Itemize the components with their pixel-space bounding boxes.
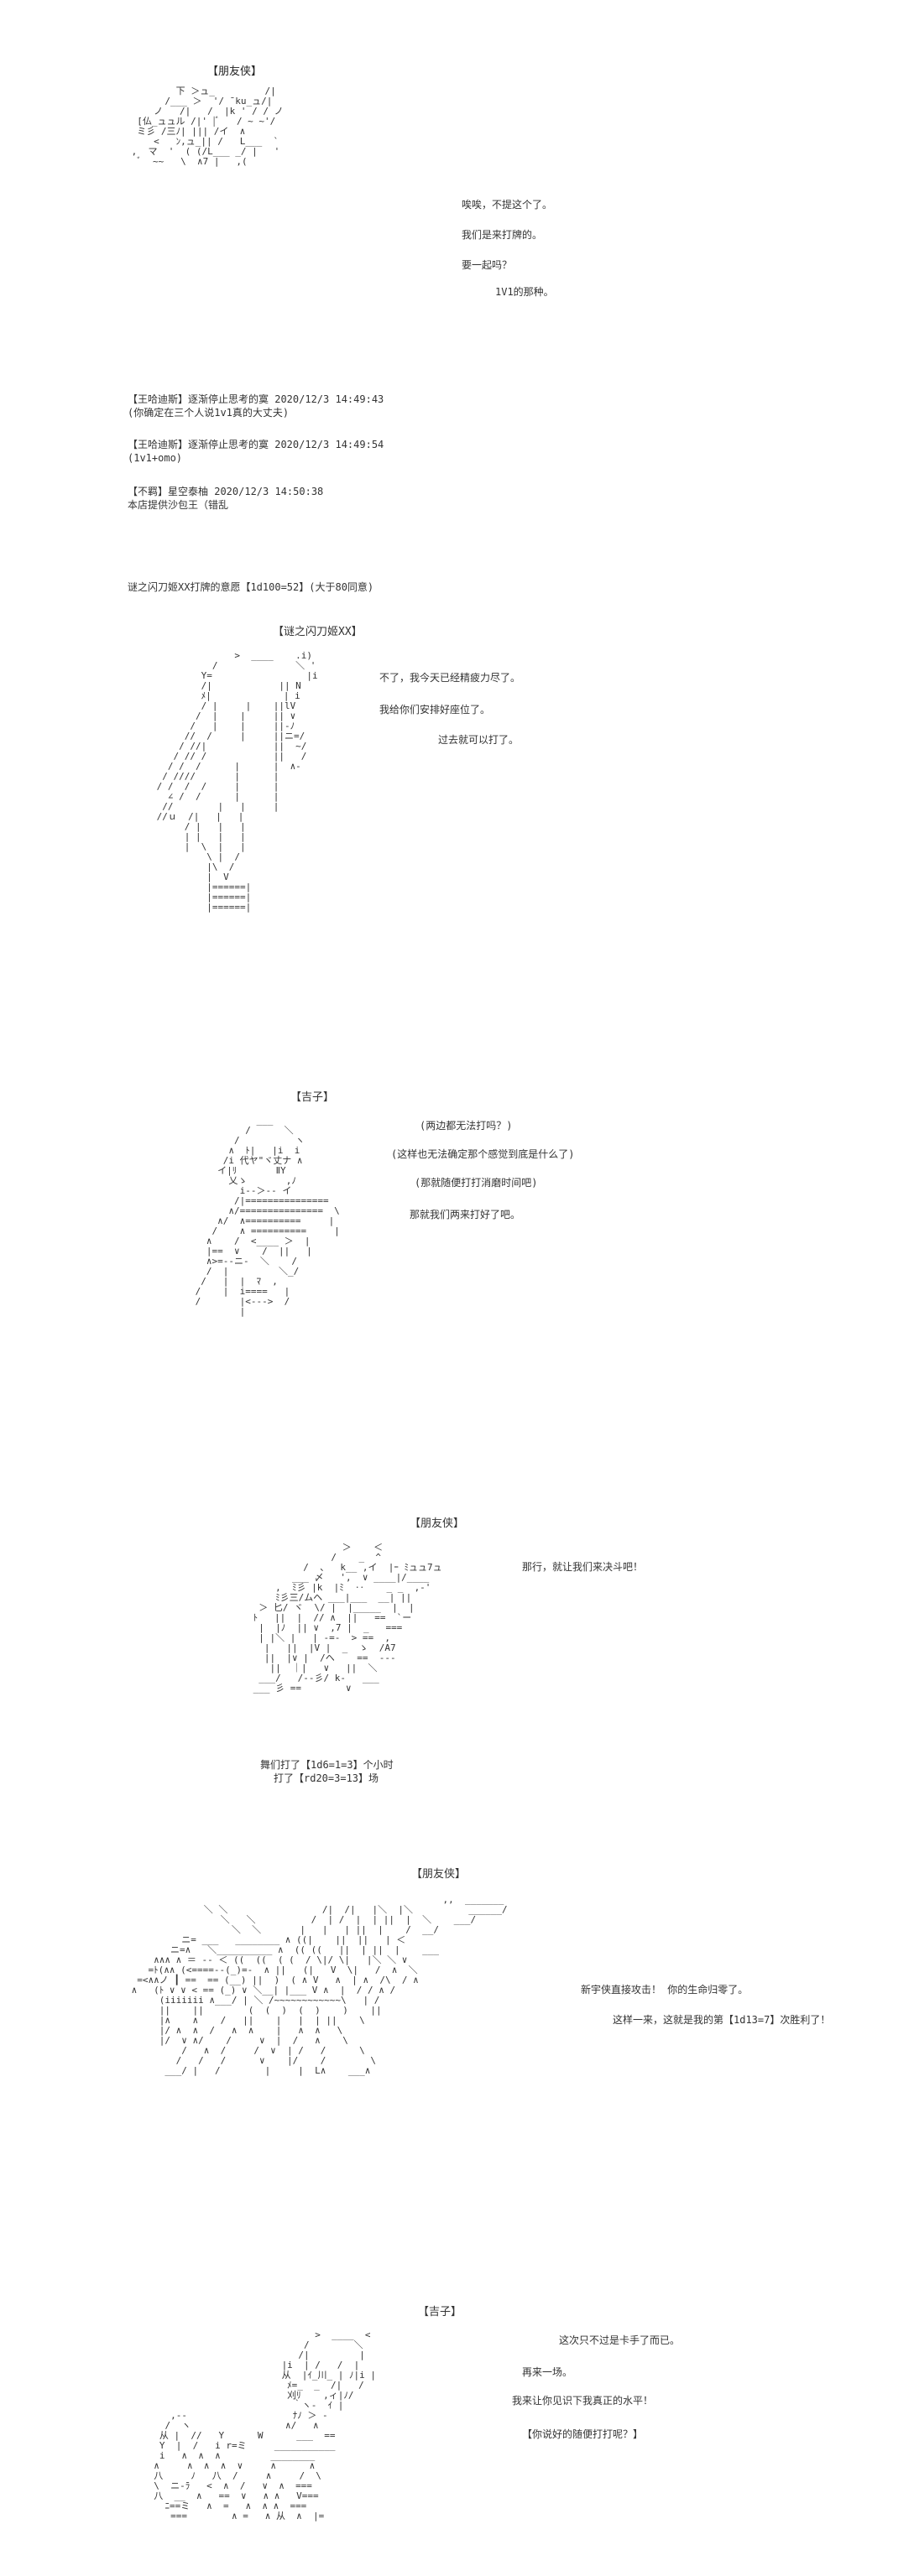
log-line: (1v1+omo) — [128, 452, 183, 464]
dialogue-line: (那就随便打打消磨时间吧) — [415, 1177, 538, 1189]
dice-roll-line: 舞们打了【1d6=1=3】个小时 — [260, 1759, 394, 1771]
ascii-art-character-1: 下 ＞ュ_ /| /___ ＞ '/ ̄ ku_ュ/| ノ /| / |k ' … — [128, 86, 831, 2521]
dice-roll-line: 打了【rd20=3=13】场 — [274, 1772, 379, 1784]
log-line: 【不羁】星空泰柚 2020/12/3 14:50:38 — [128, 486, 324, 497]
log-line: (你确定在三个人说1v1真的大丈夫) — [128, 407, 290, 419]
ascii-art-character-4: ＞ ＜ / _ ^ / 、 k__ ,イ |ｰ ﾐュュ7ュ ___ 〆 ', ∨… — [253, 1542, 442, 1694]
dice-roll-line: 谜之闪刀姬XX打牌的意愿【1d100=52】(大于80同意) — [128, 581, 374, 593]
speaker-name: 【朋友侠】 — [411, 1868, 467, 1881]
speaker-name: 【谜之闪刀姬XX】 — [273, 626, 363, 638]
dialogue-line: 这次只不过是卡手了而已。 — [559, 2334, 681, 2346]
log-line: 【王哈迪斯】逐渐停止思考的寞 2020/12/3 14:49:54 — [128, 439, 384, 450]
dialogue-line: 唉唉，不提这个了。 — [462, 199, 553, 211]
dialogue-line: (这样也无法确定那个感觉到底是什么了) — [391, 1148, 575, 1160]
dialogue-line: 1V1的那种。 — [495, 286, 554, 298]
dialogue-line: 【你说好的随便打打呢？】 — [522, 2428, 644, 2440]
dialogue-line: 新宇侠直接攻击！ 你的生命归零了。 — [581, 1984, 749, 1996]
dialogue-line: 我给你们安排好座位了。 — [379, 704, 491, 716]
speaker-name: 【吉子】 — [418, 2306, 462, 2318]
log-line: 【王哈迪斯】逐渐停止思考的寞 2020/12/3 14:49:43 — [128, 393, 384, 405]
ascii-art-character-2: > ____ .i) / ＼ ' Y= |i /| || N ﾒ| | i / … — [156, 650, 318, 913]
speaker-name: 【吉子】 — [290, 1091, 335, 1104]
speaker-name: 【朋友侠】 — [207, 65, 263, 78]
dialogue-line: 要一起吗？ — [462, 259, 513, 271]
dialogue-line: 那行，就让我们来决斗吧！ — [522, 1561, 644, 1573]
speaker-name: 【朋友侠】 — [410, 1517, 465, 1530]
dialogue-line: 那就我们两来打好了吧。 — [410, 1209, 521, 1220]
dialogue-line: (两边都无法打吗？) — [420, 1120, 513, 1132]
log-line: 本店提供沙包王（错乱 — [128, 499, 229, 511]
ascii-art-character-3: ___ / ＼ / ヽ ∧ ﾄ| |i i /i 代ヤ"ヾ丈ナ ∧ イ|ﾘ ⅡY… — [195, 1115, 340, 1317]
ascii-art-character-6: > ____ < / ＼ /| | |i | / / | 从 |ｲ_川_ | ﾉ… — [154, 2329, 377, 2521]
dialogue-line: 再来一场。 — [522, 2366, 573, 2378]
dialogue-line: 这样一来，这就是我的第【1d13=7】次胜利了！ — [613, 2014, 831, 2026]
dialogue-line: 我来让你见识下我真正的水平！ — [512, 2395, 654, 2407]
dialogue-line: 不了，我今天已经精疲力尽了。 — [379, 672, 521, 684]
dialogue-line: 我们是来打牌的。 — [462, 229, 543, 241]
dialogue-line: 过去就可以打了。 — [438, 734, 520, 746]
ascii-art-character-5: ,, _______ ＼ ＼ /| /| |＼ |＼ ______/ ＼ ＼ /… — [131, 1894, 508, 2076]
